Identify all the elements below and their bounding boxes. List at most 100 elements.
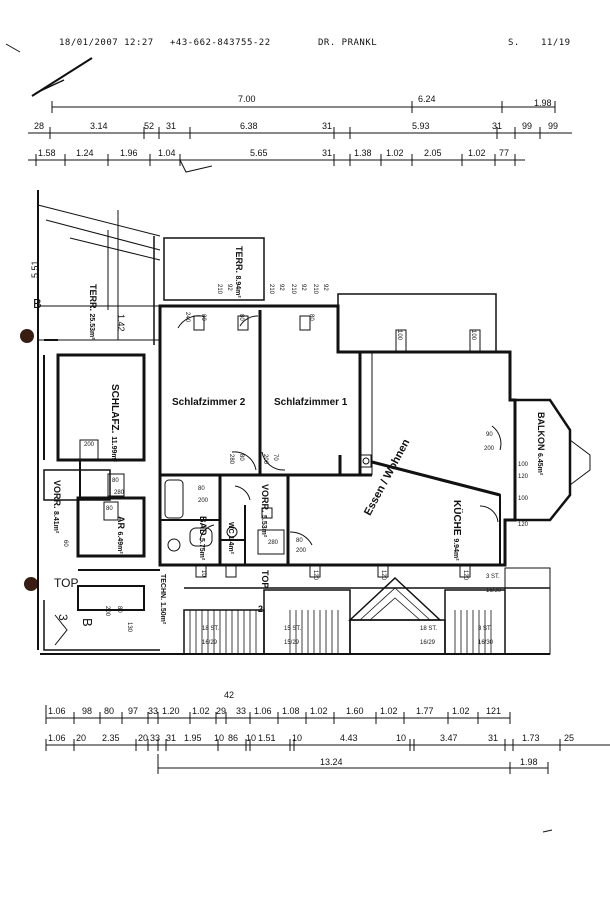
room-wc: WC 1.4m² [227,522,234,554]
dim-bottom-over: 42 [224,690,235,700]
opening-label: 210 [216,284,222,295]
dim-bottom-2: 25 [564,733,575,743]
opening-label: 100 [518,462,529,468]
opening-label: 120 [518,522,529,528]
room-balkon: BALKON 6.45m² [536,412,546,476]
dim-bottom-3: 13.24 [320,757,343,767]
dim-top-3: 2.05 [424,148,442,158]
room-schlafzimmer-2: Schlafzimmer 2 [172,397,246,408]
opening-label: 280 [114,490,125,496]
room-terr-left: TERR. 25.53m² [88,284,98,340]
room-schlafz: SCHLAFZ. 11.99m² [109,384,120,462]
fax-sender: DR. PRANKL [318,38,378,48]
opening-label: 80 [116,606,122,613]
opening-label: 10 [200,570,206,577]
room-top-mid: TOP [260,570,270,589]
opening-label: 200 [484,446,495,452]
dim-bottom-2: 20 [138,733,149,743]
opening-label: 120 [380,570,386,581]
stair-label: 16/30 [486,588,502,594]
dim-bottom-2: 20 [76,733,87,743]
opening-label: 240 [184,312,190,323]
room-top-mid-number: 2 [258,604,264,614]
dim-bottom-2: 1.06 [48,733,66,743]
dim-bottom-2: 10 [292,733,303,743]
dim-top-1: 6.24 [418,94,436,104]
room-vorr-left: VORR. 8.41m² [52,480,62,534]
dim-top-2: 31 [492,121,503,131]
dim-bottom-1: 1.02 [310,706,328,716]
punch-hole [24,577,38,591]
dim-bottom-1: 1.02 [452,706,470,716]
fax-phone: +43-662-843755-22 [170,38,271,48]
opening-label: 92 [322,284,328,291]
opening-label: 80 [238,454,244,461]
room-techn: TECHN. 1.50m² [159,574,166,625]
dim-bottom-2: 86 [228,733,239,743]
dim-bottom-2: 1.51 [258,733,276,743]
dim-top-2: 99 [548,121,559,131]
dim-top-3: 31 [322,148,333,158]
opening-label: 100 [470,330,476,341]
dim-bottom-1: 98 [82,706,93,716]
opening-label: 80 [296,538,303,544]
dim-top-2: 6.38 [240,121,258,131]
dim-top-3: 1.38 [354,148,372,158]
stair-label: 15/29 [284,640,300,646]
dim-bottom-1: 121 [486,706,502,716]
opening-label: 210 [312,284,318,295]
fax-datetime: 18/01/2007 12:27 [59,38,154,48]
dim-top-2: 28 [34,121,45,131]
dim-top-3: 1.96 [120,148,138,158]
dim-top-1: 1.98 [534,98,552,108]
opening-label: 70 [272,454,278,461]
dim-bottom-2: 10 [396,733,407,743]
dim-bottom-1: 1.02 [380,706,398,716]
dim-left-vertical: 5.51 [30,260,40,278]
dim-bottom-1: 1.06 [254,706,272,716]
dim-bottom-2: 31 [488,733,499,743]
dim-bottom-1: 1.60 [346,706,364,716]
opening-label: 200 [198,498,209,504]
opening-label: 200 [104,606,110,617]
stair-label: 3 ST. [478,626,492,632]
room-kueche: KÜCHE 9.94m² [451,500,462,561]
opening-label: 200 [262,454,268,465]
fax-page-label: S. [508,38,520,48]
dim-bottom-3: 1.98 [520,757,538,767]
dim-top-3: 5.65 [250,148,268,158]
dim-bottom-1: 1.08 [282,706,300,716]
stair-label: 16/29 [420,640,436,646]
section-mark-top: TOP [54,576,79,590]
section-mark-b: B [80,618,95,627]
opening-label: 280 [268,540,279,546]
dim-bottom-1: 97 [128,706,139,716]
opening-label: 92 [278,284,284,291]
dim-bottom-2: 10 [214,733,225,743]
opening-label: 130 [126,622,132,633]
opening-label: 92 [300,284,306,291]
opening-label: 80 [238,314,244,321]
dim-bottom-2: 31 [166,733,177,743]
dim-bottom-1: 80 [104,706,115,716]
opening-label: 200 [296,548,307,554]
dim-bottom-1: 1.06 [48,706,66,716]
dim-bottom-2: 1.95 [184,733,202,743]
dim-top-3: 1.04 [158,148,176,158]
dim-bottom-1: 29 [216,706,227,716]
dim-bottom-2: 10 [246,733,257,743]
dim-bottom-1: 1.20 [162,706,180,716]
fax-page-number: 11/19 [541,38,571,48]
dim-top-2: 31 [322,121,333,131]
dim-bottom-1: 33 [236,706,247,716]
dim-top-3: 1.02 [386,148,404,158]
stair-label: 18 ST. [420,626,438,632]
opening-label: 80 [200,314,206,321]
opening-label: 90 [486,432,493,438]
dim-top-2: 31 [166,121,177,131]
dim-top-2: 5.93 [412,121,430,131]
dim-bottom-2: 1.73 [522,733,540,743]
opening-label: 80 [106,506,113,512]
stair-label: 3 ST. [486,574,500,580]
